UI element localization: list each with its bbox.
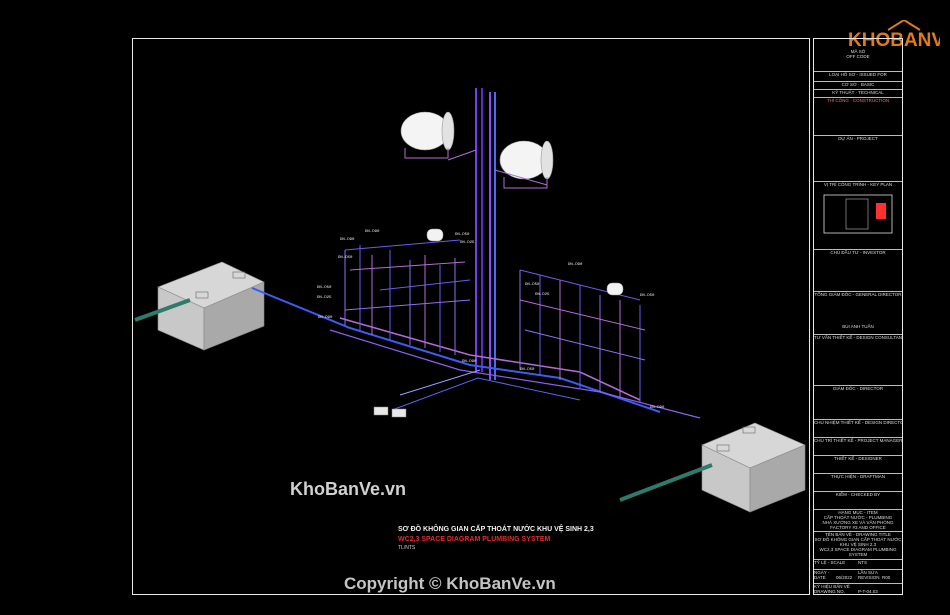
tb-category: HẠNG MỤC - ITEM CẤP THOÁT NƯỚC - PLUMBIN… (814, 509, 902, 530)
tb-person: BÙI ANH TUẤN (842, 324, 874, 329)
main-risers (447, 88, 548, 380)
tb-investor: CHỦ ĐẦU TƯ - INVESTOR (814, 249, 902, 255)
pipe-annotations: DN-D90 DN-D90 DN-D50 DN-D50 DN-D25 DN-D5… (317, 230, 665, 410)
logo-house-icon: KHOBANVE (848, 18, 950, 51)
key-plan-icon (823, 194, 893, 234)
drawing-scale-note: TL/NTS (398, 545, 416, 551)
tb-director: GIÁM ĐỐC - DIRECTOR (814, 385, 902, 391)
roof-tank-1 (400, 111, 455, 159)
tb-option-technical: KỸ THUẬT · TECHNICAL (814, 89, 902, 95)
drawing-sheet (132, 38, 810, 595)
tb-checked: KIỂM - CHECKED BY (814, 491, 902, 497)
tb-consultant: TƯ VẤN THIẾT KẾ - DESIGN CONSULTANT (814, 334, 902, 340)
right-outlet-pipe (619, 463, 713, 502)
tb-designer: THIẾT KẾ - DESIGNER (814, 455, 902, 461)
svg-text:DN-D25: DN-D25 (317, 296, 332, 300)
svg-text:DN-D50: DN-D50 (640, 294, 655, 298)
svg-text:DN-D50: DN-D50 (317, 286, 332, 290)
watermark-site: KhoBanVe.vn (290, 479, 407, 499)
tb-issued-for: LOẠI HỒ SƠ - ISSUED FOR (814, 71, 902, 77)
svg-text:DN-D90: DN-D90 (568, 263, 583, 267)
right-water-tank (701, 422, 806, 513)
water-heater-1 (426, 228, 444, 242)
svg-text:DN-D90: DN-D90 (650, 406, 665, 410)
drawing-title-vi: SƠ ĐỒ KHÔNG GIAN CẤP THOÁT NƯỚC KHU VỆ S… (398, 526, 594, 533)
roof-tank-2 (499, 140, 554, 189)
svg-text:DN-D50: DN-D50 (455, 233, 470, 237)
tb-draftman: THỰC HIỆN - DRAFTMAN (814, 473, 902, 479)
tb-design-director: CHỦ NHIỆM THIẾT KẾ - DESIGN DIRECTOR (814, 419, 902, 425)
svg-text:DN-D50: DN-D50 (520, 368, 535, 372)
khobanve-logo: KHOBANVE (848, 18, 950, 58)
svg-text:DN-D90: DN-D90 (365, 230, 380, 234)
svg-text:DN-D90: DN-D90 (318, 316, 333, 320)
tb-project-manager: CHỦ TRÌ THIẾT KẾ - PROJECT MANAGER (814, 437, 902, 443)
svg-text:DN-D90: DN-D90 (462, 360, 477, 364)
watermark-copyright: Copyright © KhoBanVe.vn (344, 574, 556, 593)
main-horizontal-pipes (251, 287, 701, 419)
left-fixture-risers (344, 239, 471, 355)
water-heater-2 (606, 282, 624, 296)
tb-general-director: TỔNG GIÁM ĐỐC - GENERAL DIRECTOR (814, 291, 902, 297)
svg-text:KHOBANVE: KHOBANVE (848, 30, 940, 51)
svg-text:DN-D50: DN-D50 (338, 256, 353, 260)
svg-text:DN-D25: DN-D25 (535, 293, 550, 297)
right-fixture-risers (519, 269, 646, 402)
floor-drain-boxes (373, 406, 407, 418)
tb-key-plan: VỊ TRÍ CÔNG TRÌNH - KEY PLAN (814, 181, 902, 240)
title-block: MÃ SỐ OFF CODE LOẠI HỒ SƠ - ISSUED FOR C… (813, 38, 903, 595)
svg-text:DN-D50: DN-D50 (525, 283, 540, 287)
tb-drawing-title: TÊN BẢN VẼ - DRAWING TITLE SƠ ĐỒ KHÔNG G… (814, 531, 902, 557)
drawing-title-en: WC2,3 SPACE DIAGRAM PLUMBING SYSTEM (398, 536, 551, 543)
tb-code: MÃ SỐ OFF CODE (846, 49, 870, 59)
svg-text:DN-D25: DN-D25 (460, 241, 475, 245)
left-inlet-pipe (134, 298, 191, 322)
tb-option-construction: THI CÔNG · CONSTRUCTION (814, 97, 902, 103)
tb-drawing-no: KÝ HIỆU BẢN VẼ DRAWING NO.P-T-04.03 (814, 583, 902, 594)
tb-project: DỰ ÁN - PROJECT (814, 135, 902, 141)
tb-option-basic: CƠ SỞ · BASIC (814, 81, 902, 87)
svg-text:DN-D90: DN-D90 (340, 238, 355, 242)
